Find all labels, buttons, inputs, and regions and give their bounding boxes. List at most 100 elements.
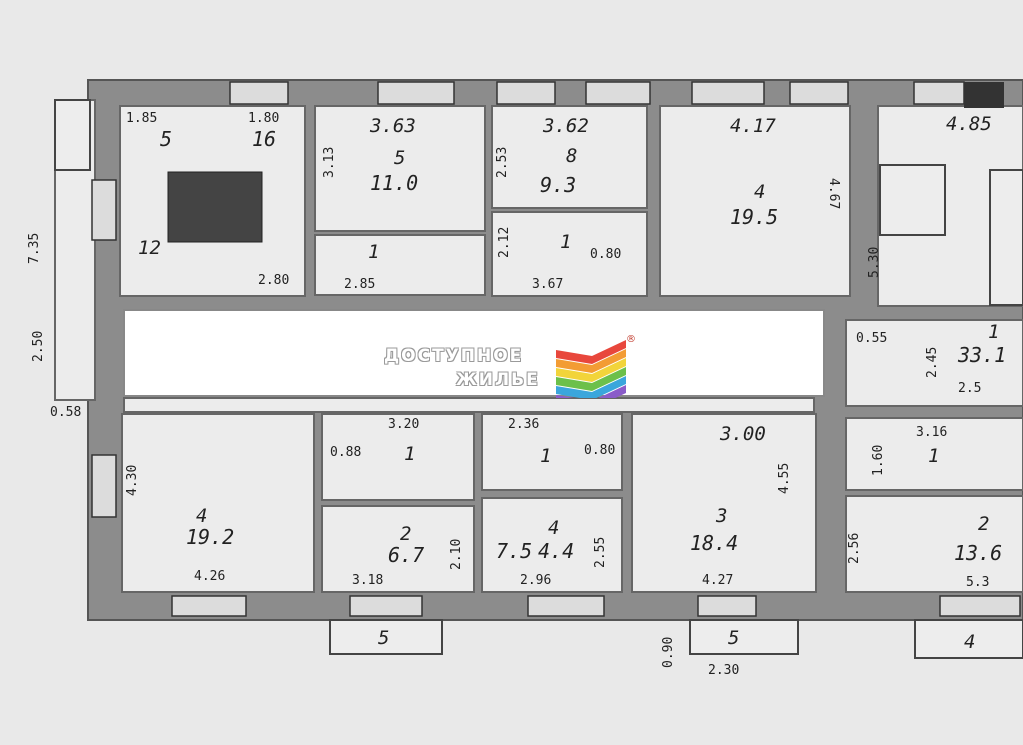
dim-label: 1.85 [126, 111, 157, 126]
dim-label: 2.56 [847, 533, 862, 564]
dim-label: 3.18 [352, 573, 383, 588]
room-bot-3b[interactable] [481, 497, 623, 593]
room-right-3[interactable] [845, 495, 1023, 593]
balcony-number: 4 [964, 631, 975, 653]
dim-label: 5.3 [966, 575, 989, 590]
dim-label: 2.36 [508, 417, 539, 432]
dim-label: 3.16 [916, 425, 947, 440]
room-top-3b[interactable] [491, 211, 648, 297]
logo-stripe [556, 358, 626, 382]
window [171, 595, 247, 617]
logo-text-line1: ДОСТУПНОЕ [384, 346, 524, 366]
logo-stripe [556, 385, 626, 398]
balcony-2[interactable] [689, 619, 799, 655]
window [91, 454, 117, 518]
logo-text-line2: ЖИЛЬЕ [456, 370, 540, 390]
window [697, 595, 757, 617]
window [229, 81, 289, 105]
window [585, 81, 651, 105]
room-area: 9.3 [540, 173, 576, 197]
dim-label: 2.5 [958, 381, 981, 396]
logo-stripe [556, 340, 626, 364]
room-number: 1 [404, 443, 415, 465]
room-area: 11.0 [370, 171, 418, 195]
dim-label: 4.17 [730, 115, 776, 137]
balcony-number: 5 [728, 627, 739, 649]
room-right-2[interactable] [845, 417, 1023, 491]
dim-label: 4.55 [777, 463, 792, 494]
room-number: 1 [928, 445, 939, 467]
balcony-number: 5 [378, 627, 389, 649]
brand-logo: ДОСТУПНОЕ ЖИЛЬЕ ® [380, 334, 636, 398]
room-right-1[interactable] [845, 319, 1023, 407]
dim-label: 0.80 [590, 247, 621, 262]
dim-label: 0.55 [856, 331, 887, 346]
room-area: 19.5 [730, 205, 778, 229]
window [939, 595, 1021, 617]
balcony-1[interactable] [329, 619, 443, 655]
room-area: 16 [252, 127, 276, 151]
room-number: 2 [978, 513, 989, 535]
room-area: 4.4 [538, 539, 574, 563]
dim-label: 4.26 [194, 569, 225, 584]
room-area: 6.7 [388, 543, 424, 567]
room-area: 33.1 [957, 343, 1006, 367]
dim-label: 0.90 [661, 637, 676, 668]
corridor [123, 309, 825, 397]
dim-label: 4.85 [946, 113, 992, 135]
room-number: 4 [548, 517, 559, 539]
room-number: 8 [566, 145, 577, 167]
dim-label: 3.13 [322, 147, 337, 178]
room-bot-2b[interactable] [321, 505, 475, 593]
dim-label: 2.50 [31, 331, 46, 362]
dim-label: 4.30 [125, 465, 140, 496]
room-top-4[interactable] [659, 105, 851, 297]
window [527, 595, 605, 617]
window [789, 81, 849, 105]
dim-label: 0.88 [330, 445, 361, 460]
room-number: 5 [394, 147, 405, 169]
room-top-2b[interactable] [314, 234, 486, 296]
window [691, 81, 765, 105]
room-number: 3 [715, 505, 727, 527]
dim-label: 2.80 [258, 273, 289, 288]
room-labels: 1.85 5 16 1.80 12 2.80 3.63 5 11.0 3.13 … [27, 111, 1006, 678]
balcony-3[interactable] [914, 619, 1023, 659]
dim-label: 0.58 [50, 405, 81, 420]
dim-label: 2.96 [520, 573, 551, 588]
dim-label: 7.35 [27, 233, 42, 264]
room-top-2[interactable] [314, 105, 486, 232]
room-number: 5 [160, 127, 172, 151]
dim-label: 2.12 [497, 227, 512, 258]
room-number: 1 [540, 445, 551, 467]
dim-label: 2.85 [344, 277, 375, 292]
window [496, 81, 556, 105]
room-number: 12 [138, 237, 161, 259]
dim-label: 2.30 [708, 663, 739, 678]
room-bot-2a[interactable] [321, 413, 475, 501]
room-top-3[interactable] [491, 105, 648, 209]
room-number: 1 [560, 231, 571, 253]
corridor-lower-band [123, 397, 815, 413]
logo-stripe [556, 367, 626, 391]
dim-label: 3.00 [719, 423, 766, 445]
dim-label: 3.62 [542, 115, 589, 137]
room-bot-3a[interactable] [481, 413, 623, 491]
dim-label: 5.30 [867, 247, 882, 278]
dim-label: 4.67 [826, 178, 841, 209]
dim-label: 1.60 [871, 445, 886, 476]
dim-label: 0.80 [584, 443, 615, 458]
dim-label: 4.27 [702, 573, 733, 588]
room-bot-4[interactable] [631, 413, 817, 593]
room-bot-1[interactable] [121, 413, 315, 593]
left-stair [54, 99, 91, 171]
room-number: 2 [400, 523, 411, 545]
rainbow-stripes-icon [556, 340, 626, 398]
dim-label: 3.63 [369, 115, 416, 137]
dim-label: 2.53 [495, 147, 510, 178]
dim-label: 1.80 [248, 111, 279, 126]
room-number: 1 [368, 241, 379, 263]
logo-stripe [556, 349, 626, 373]
room-area: 19.2 [186, 525, 234, 549]
